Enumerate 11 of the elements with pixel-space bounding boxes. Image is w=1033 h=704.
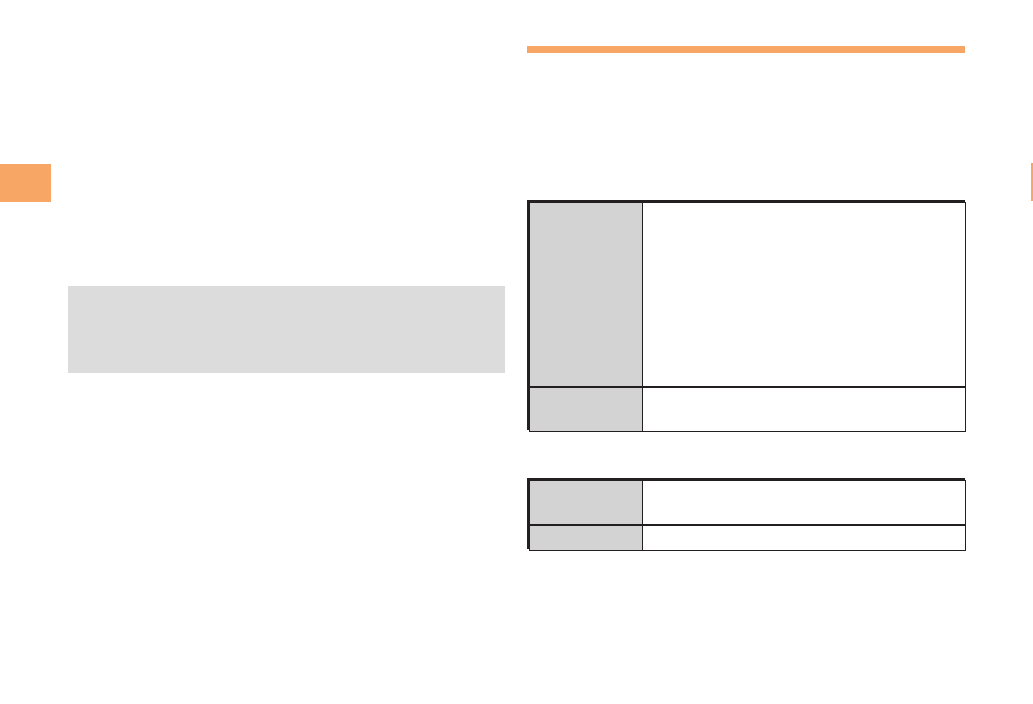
table-header-cell [529,202,643,387]
table-header-cell [529,480,643,525]
table-cell [642,480,966,525]
table-header-cell [529,387,643,432]
table [527,478,965,549]
table-cell [642,202,966,387]
note-panel [68,286,505,373]
table [527,200,965,430]
table-header-cell [529,525,643,551]
table-cell [642,525,966,551]
table-cell [642,387,966,432]
